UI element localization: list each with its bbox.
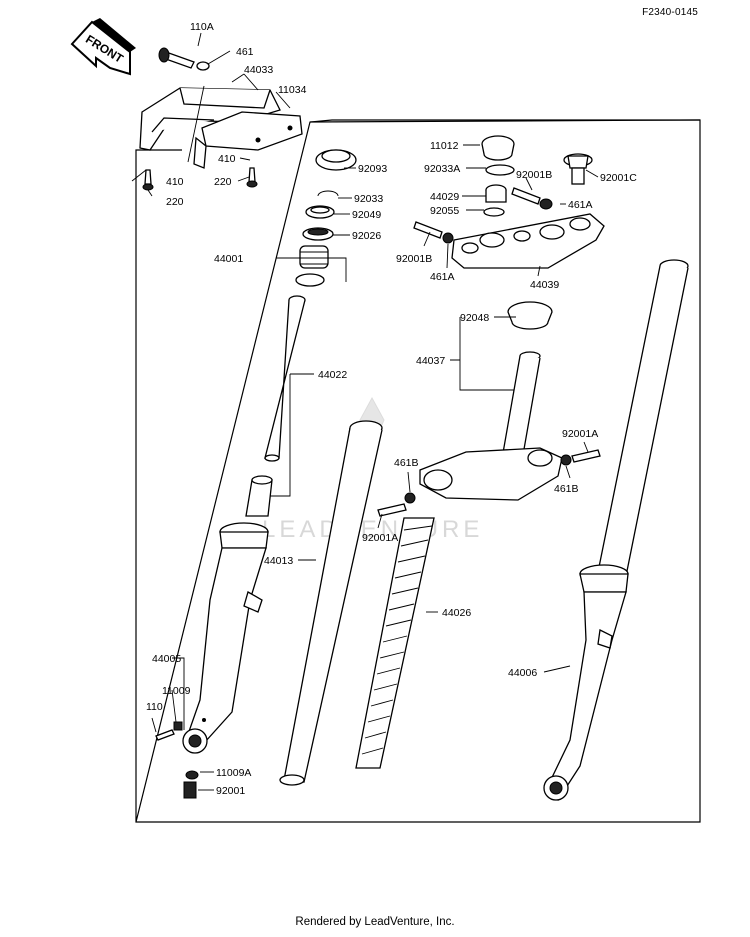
damper-rod-44022 <box>264 295 306 462</box>
callout-461: 461 <box>236 46 254 58</box>
gasket-11009A <box>185 770 199 780</box>
callout-92001A-left: 92001A <box>362 532 398 544</box>
oring-92033A <box>485 164 515 176</box>
callout-44005: 44005 <box>152 653 181 665</box>
callout-92033: 92033 <box>354 193 383 205</box>
callout-11034: 11034 <box>278 84 307 96</box>
callout-410-left: 410 <box>166 176 184 188</box>
washer-461A-bottom <box>442 232 454 244</box>
seal-92026 <box>302 227 334 241</box>
bolt-92001 <box>183 781 197 799</box>
oring-92055 <box>483 207 505 217</box>
frame-top-edge <box>309 119 701 123</box>
callout-110: 110 <box>146 701 163 713</box>
callout-92049: 92049 <box>352 209 381 221</box>
callout-11009: 11009 <box>162 685 191 697</box>
fork-assembly-frame <box>135 119 701 823</box>
bolt-92001B-left <box>413 221 443 239</box>
callout-461A-right: 461A <box>568 199 593 211</box>
callout-92001C: 92001C <box>600 172 637 184</box>
washer-461B-right <box>560 454 572 466</box>
callout-220-right: 220 <box>214 176 232 188</box>
callout-410-right: 410 <box>218 153 236 165</box>
bolt-92001C <box>563 153 593 185</box>
bolt-92001A-right <box>571 449 601 463</box>
right-fork-44006 <box>543 259 689 801</box>
callout-461B-right: 461B <box>554 483 579 495</box>
diagram-reference-code: F2340-0145 <box>642 7 698 18</box>
washer-92049 <box>305 205 335 219</box>
bolt-92001B-top <box>511 187 541 205</box>
callout-44039: 44039 <box>530 279 559 291</box>
callout-92055: 92055 <box>430 205 459 217</box>
callout-92001: 92001 <box>216 785 245 797</box>
fork-spring-44026 <box>355 517 435 769</box>
bolt-220-right <box>246 167 258 188</box>
circlip-92033 <box>317 190 339 197</box>
callout-92001A-right: 92001A <box>562 428 598 440</box>
leader-lines <box>131 32 599 791</box>
callout-44033: 44033 <box>244 64 273 76</box>
drain-plug-11009 <box>173 721 183 731</box>
top-bridge-44039 <box>451 213 605 269</box>
oil-seal-92093 <box>315 149 357 171</box>
spring-short <box>299 245 329 269</box>
watermark-text: LEADVENTURE <box>262 516 483 543</box>
callout-461A-bottom: 461A <box>430 271 455 283</box>
callout-44013: 44013 <box>264 555 293 567</box>
watermark-logo: LEADVENTURE <box>262 396 483 543</box>
callout-92026: 92026 <box>352 230 381 242</box>
callout-44001: 44001 <box>214 253 243 265</box>
cap-11012 <box>481 135 515 161</box>
bolt-92001A-left <box>377 503 407 517</box>
washer-461A-right <box>539 198 553 210</box>
callout-92033A: 92033A <box>424 163 460 175</box>
callout-110A: 110A <box>190 21 214 33</box>
left-outer-tube-44005 <box>182 522 269 754</box>
callout-92001B-left: 92001B <box>396 253 432 265</box>
steering-stem-44037 <box>419 301 563 501</box>
nut-44029 <box>485 184 507 203</box>
callout-220-left: 220 <box>166 196 184 208</box>
callout-11012: 11012 <box>430 140 459 152</box>
footer-credit: Rendered by LeadVenture, Inc. <box>295 916 455 928</box>
spring-seat <box>295 273 325 287</box>
callout-461B-left: 461B <box>394 457 419 469</box>
bracket-11034 <box>193 111 303 169</box>
callout-44006: 44006 <box>508 667 537 679</box>
washer-461B-left <box>404 492 416 504</box>
bolt-110 <box>155 729 175 741</box>
bolt-110A <box>158 47 195 69</box>
bolt-220-left <box>142 169 154 191</box>
callout-92093: 92093 <box>358 163 387 175</box>
callout-44022: 44022 <box>318 369 347 381</box>
callout-92001B-top: 92001B <box>516 169 552 181</box>
callout-labels: 110A 461 44033 11034 410 410 220 220 920… <box>146 21 637 797</box>
inner-tube-44013 <box>279 420 383 786</box>
callout-44029: 44029 <box>430 191 459 203</box>
callout-11009A: 11009A <box>216 767 251 779</box>
callout-44026: 44026 <box>442 607 471 619</box>
washer-461-top <box>196 61 210 71</box>
callout-92048: 92048 <box>460 312 489 324</box>
oil-lock-piece <box>245 475 273 517</box>
front-direction-arrow: FRONT <box>70 18 136 76</box>
callout-44037: 44037 <box>416 355 445 367</box>
